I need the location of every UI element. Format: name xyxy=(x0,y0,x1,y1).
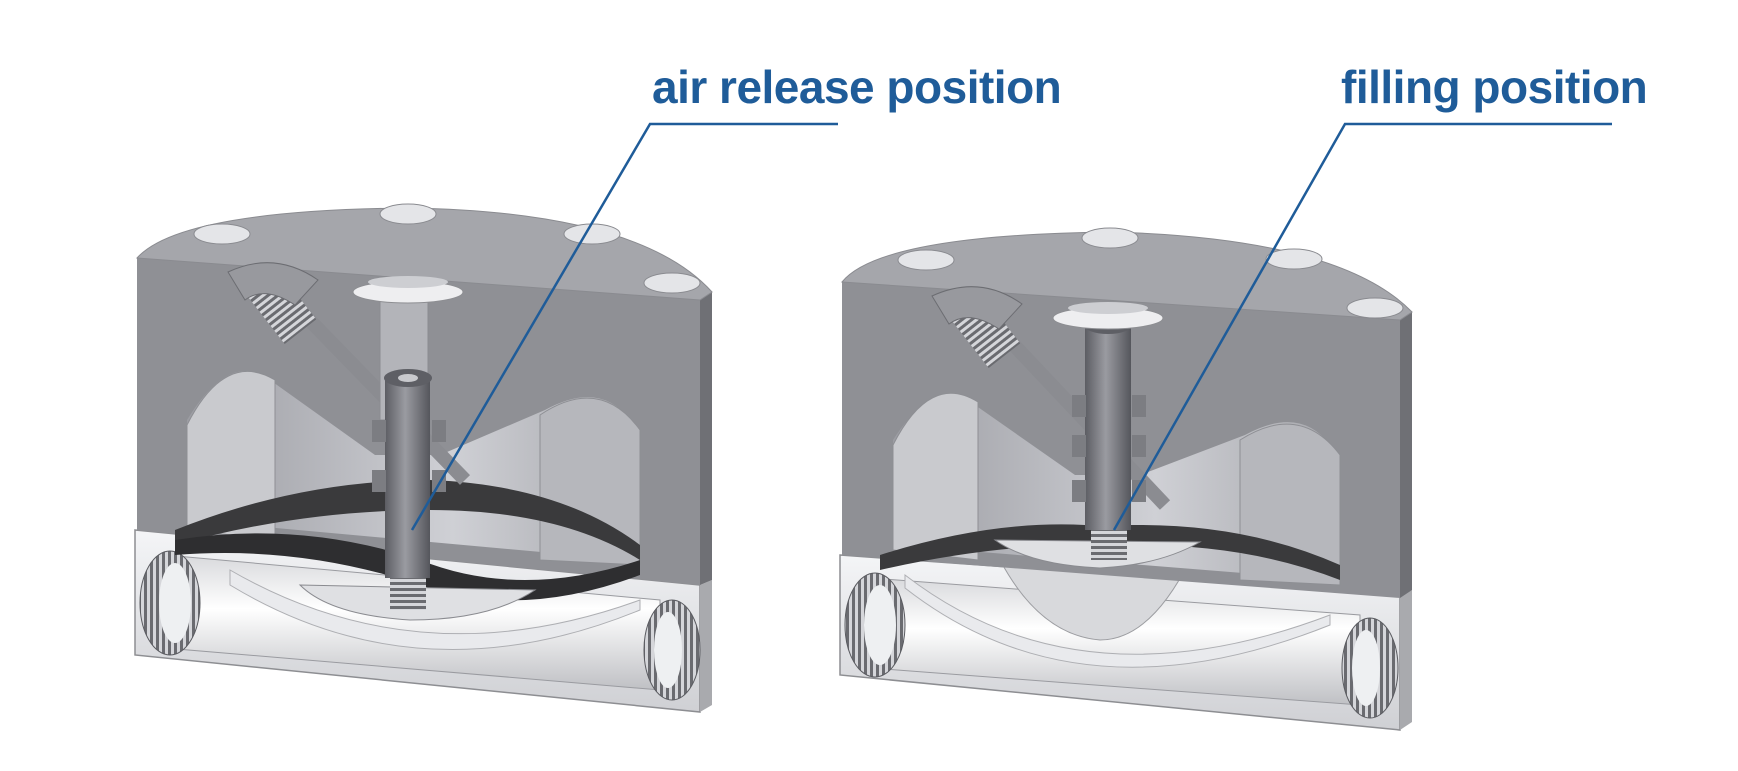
callout-label-air-release: air release position xyxy=(652,61,1062,113)
valve-right-tab-5 xyxy=(1072,395,1086,417)
valve-right-tab-2 xyxy=(1132,435,1146,457)
valve-left-bolt-2 xyxy=(379,203,437,225)
valve-left-tab-3 xyxy=(372,470,386,492)
valve-right-stem-thread xyxy=(1091,530,1127,560)
valve-left-top-cap-recess xyxy=(368,276,448,288)
valve-right-stem xyxy=(1085,325,1131,530)
valve-right xyxy=(839,227,1413,731)
valve-left-body-side xyxy=(700,292,712,585)
valve-left-tab-2 xyxy=(432,420,446,442)
valve-left-arch-left xyxy=(186,371,276,541)
valve-right-tab-3 xyxy=(1072,480,1086,502)
valve-right-tab-1 xyxy=(1072,435,1086,457)
valve-left xyxy=(134,203,713,713)
valve-left-bolt-1 xyxy=(193,223,251,245)
valve-right-bolt-1 xyxy=(897,249,955,271)
valve-right-tab-4 xyxy=(1132,480,1146,502)
valve-left-stem xyxy=(385,378,430,578)
valve-left-base-side xyxy=(700,580,712,712)
valve-right-vent-cap xyxy=(931,286,1023,330)
valve-left-thread-left-bore xyxy=(159,563,191,643)
valve-left-vent-cap xyxy=(227,262,319,306)
valve-left-stem-bore xyxy=(398,374,418,382)
valve-right-bolt-3 xyxy=(1265,248,1323,270)
valve-left-bolt-4 xyxy=(643,272,701,294)
valve-right-top-cap-recess xyxy=(1068,302,1148,314)
valve-right-thread-left-bore xyxy=(864,585,896,665)
valve-right-base-side xyxy=(1400,590,1412,730)
leader-line-right xyxy=(1112,122,1612,531)
valve-left-tab-1 xyxy=(372,420,386,442)
leader-line-left xyxy=(410,122,838,531)
valve-right-bolt-4 xyxy=(1346,297,1404,319)
callout-label-filling: filling position xyxy=(1341,61,1648,113)
valve-left-thread-right-bore xyxy=(654,612,682,688)
valve-left-membrane xyxy=(175,480,640,560)
valve-right-membrane xyxy=(880,524,1340,580)
valve-right-arch-left xyxy=(892,392,979,561)
valve-right-lower-chamber xyxy=(904,573,1331,668)
valve-right-tab-6 xyxy=(1132,395,1146,417)
valve-left-bolt-3 xyxy=(563,223,621,245)
valve-left-vent-tube xyxy=(284,295,471,485)
valve-left-stem-thread xyxy=(390,578,426,610)
valve-right-thread-right-bore xyxy=(1352,630,1380,706)
valve-left-lower-chamber xyxy=(229,569,641,650)
valve-right-bolt-2 xyxy=(1081,227,1139,249)
valve-right-body-side xyxy=(1400,312,1412,598)
